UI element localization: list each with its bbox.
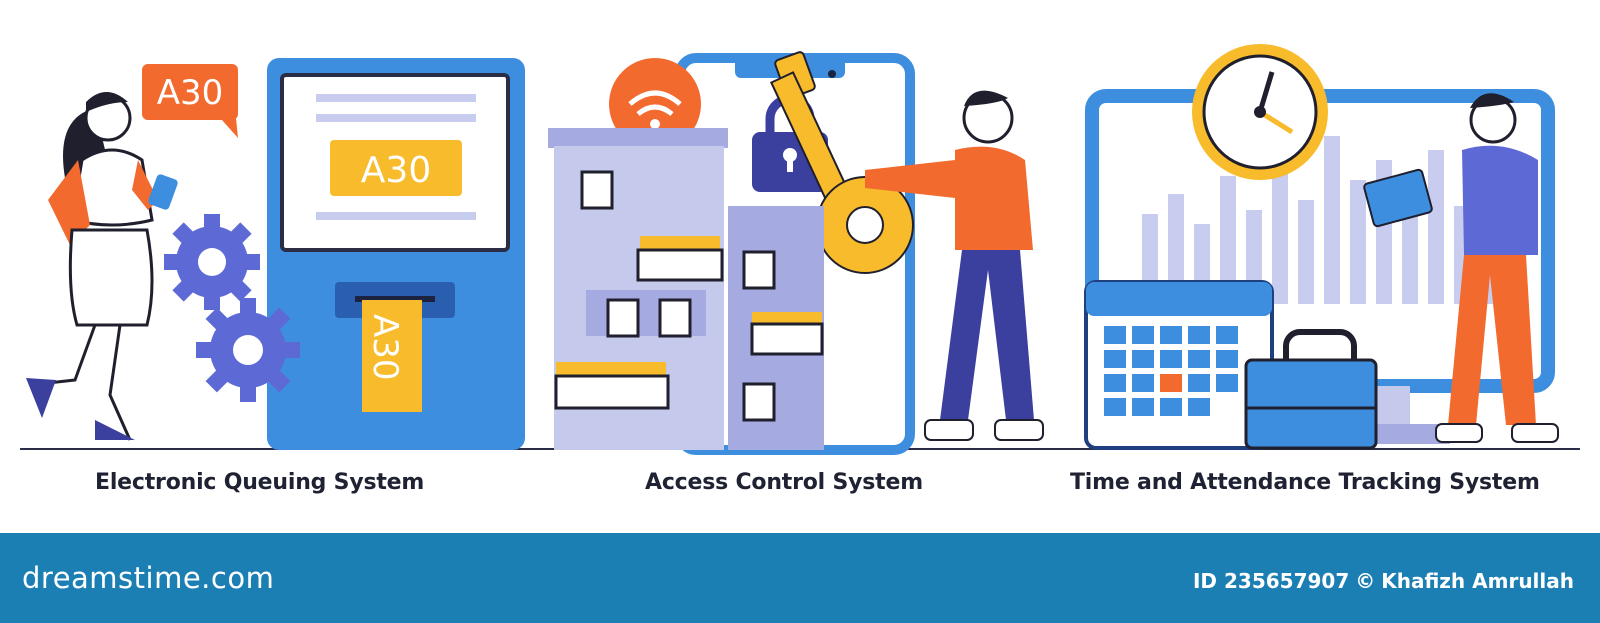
caption-access-control: Access Control System (645, 470, 923, 495)
screen-ticket-label: A30 (361, 150, 431, 191)
caption-electronic-queuing: Electronic Queuing System (95, 470, 425, 495)
dreamstime-logo[interactable]: dreamstime.com (22, 561, 275, 595)
image-id: ID 235657907 (1192, 569, 1350, 593)
author-name[interactable]: Khafizh Amrullah (1381, 569, 1574, 593)
printed-ticket (362, 300, 422, 412)
bubble-a30: A30 (142, 64, 238, 138)
queue-panel-art: A30 A30 A30 (26, 58, 525, 450)
calendar-icon (1084, 280, 1274, 450)
caption-time-attendance: Time and Attendance Tracking System (1070, 470, 1540, 495)
man-figure (1363, 93, 1559, 443)
copyright-icon: © (1355, 569, 1376, 593)
wifi-icon (609, 58, 701, 150)
clock-icon (1192, 44, 1328, 180)
gear-icon (164, 214, 260, 310)
time-panel-art (1084, 44, 1559, 450)
illustration-art: A30 A30 A30 (20, 44, 1580, 455)
gear-icon (196, 298, 300, 402)
printed-ticket-label: A30 (365, 314, 405, 381)
image-credit: ID 235657907©Khafizh Amrullah (1193, 569, 1580, 593)
man-figure (865, 90, 1044, 441)
illustration-scene: A30 A30 A30 (20, 44, 1580, 495)
footer-bar: dreamstime.com ID 235657907©Khafizh Amru… (0, 533, 1600, 623)
screen-ticket (330, 140, 462, 196)
briefcase-icon (1244, 329, 1378, 450)
laptop-icon (1363, 168, 1433, 228)
building (548, 128, 824, 450)
key-icon (769, 51, 914, 274)
woman-figure (26, 92, 178, 441)
bubble-label: A30 (157, 73, 224, 113)
access-panel-art (548, 51, 1044, 455)
